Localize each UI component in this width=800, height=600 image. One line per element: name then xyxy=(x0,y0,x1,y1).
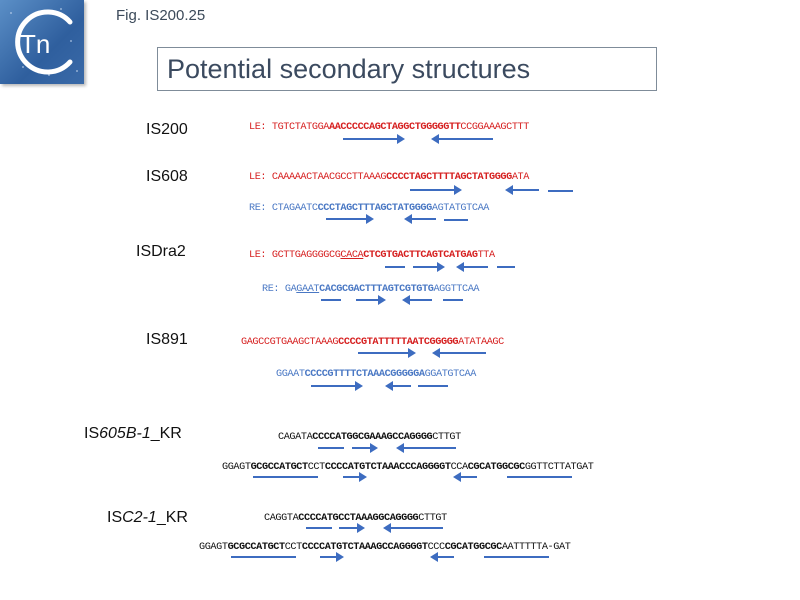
tn-logo: Tn xyxy=(0,0,84,84)
arrow-left xyxy=(453,472,477,482)
sequence-is605b-re: GGAGTGCGCCATGCTCCTCCCCATGTCTAAACCCAGGGGT… xyxy=(222,462,594,473)
element-label-isdra2: ISDra2 xyxy=(136,243,186,260)
sequence-is608-le: LE: CAAAAACTAACGCCTTAAAGCCCCTAGCTTTTAGCT… xyxy=(249,172,529,183)
arrow-right xyxy=(352,443,378,453)
stem-line xyxy=(548,190,573,192)
element-label-is608: IS608 xyxy=(146,168,188,185)
sequence-isdra2-le: LE: GCTTGAGGGGCGCACACTCGTGACTTCAGTCATGAG… xyxy=(249,250,495,261)
arrow-left xyxy=(432,348,486,358)
stem-line xyxy=(418,385,448,387)
arrow-right xyxy=(343,134,405,144)
element-label-is891: IS891 xyxy=(146,331,188,348)
page-title: Potential secondary structures xyxy=(157,47,657,91)
sequence-is891-re: GGAATCCCCGTTTTCTAAACGGGGGAGGATGTCAA xyxy=(276,369,476,380)
arrow-left xyxy=(402,295,432,305)
arrow-left xyxy=(396,443,456,453)
arrow-right xyxy=(356,295,386,305)
sequence-is605b-le: CAGATACCCCATGGCGAAAGCCAGGGGCTTGT xyxy=(278,432,461,443)
sequence-is608-re: RE: CTAGAATCCCCTAGCTTTAGCTATGGGGAGTATGTC… xyxy=(249,203,489,214)
stem-line xyxy=(497,266,515,268)
arrow-right xyxy=(413,262,445,272)
stem-line xyxy=(231,556,296,558)
stem-line xyxy=(318,447,344,449)
sequence-is891-le: GAGCCGTGAAGCTAAAGCCCCGTATTTTTAATCGGGGGAT… xyxy=(241,337,504,348)
sequence-isdra2-re: RE: GAGAATCACGCGACTTTAGTCGTGTGAGGTTCAA xyxy=(262,284,480,295)
stem-line xyxy=(385,266,405,268)
stem-line xyxy=(444,219,468,221)
stem-line xyxy=(443,299,463,301)
logo-text: Tn xyxy=(20,29,50,59)
arrow-left xyxy=(385,381,411,391)
arrow-left xyxy=(431,134,493,144)
arrow-left xyxy=(505,185,539,195)
stem-line xyxy=(306,527,332,529)
arrow-left xyxy=(456,262,488,272)
stem-line xyxy=(253,476,318,478)
sequence-isc2-re: GGAGTGCGCCATGCTCCTCCCCATGTCTAAAGCCAGGGGT… xyxy=(199,542,571,553)
arrow-right xyxy=(396,348,416,358)
element-label-isc2-1-kr: ISC2-1_KR xyxy=(107,509,188,526)
arrow-right xyxy=(311,381,363,391)
arrow-right xyxy=(343,472,367,482)
arrow-right xyxy=(410,185,462,195)
element-label-is200: IS200 xyxy=(146,121,188,138)
arrow-left xyxy=(404,214,436,224)
arrow-right xyxy=(326,214,374,224)
stem-line xyxy=(484,556,549,558)
c-arc-icon: Tn xyxy=(15,9,73,75)
element-label-is605b-1-kr: IS605B-1_KR xyxy=(84,425,182,442)
arrow-left xyxy=(430,552,454,562)
sequence-isc2-le: CAGGTACCCCATGCCTAAAGGCAGGGGCTTGT xyxy=(264,513,447,524)
sequence-is200-le: LE: TGTCTATGGAAACCCCCAGCTAGGCTGGGGGTTCCG… xyxy=(249,122,529,133)
figure-label: Fig. IS200.25 xyxy=(116,7,206,24)
arrow-right xyxy=(339,523,365,533)
stem-line xyxy=(358,352,400,354)
arrow-left xyxy=(383,523,443,533)
arrow-right xyxy=(320,552,344,562)
stem-line xyxy=(507,476,572,478)
stem-line xyxy=(321,299,341,301)
